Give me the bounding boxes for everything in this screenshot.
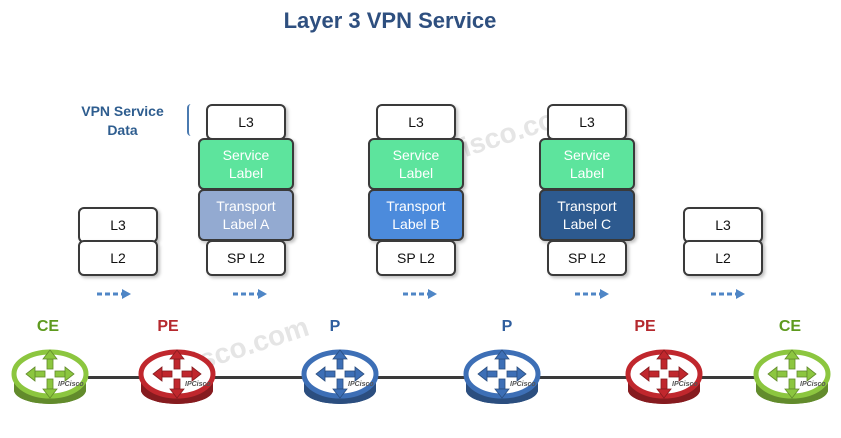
vpn-service-data-bracket: [187, 104, 194, 136]
router-brand-label: IPCisco: [185, 381, 211, 388]
router-brand-label: IPCisco: [510, 381, 536, 388]
direction-arrow-icon: [575, 289, 609, 299]
stack4-sp-l2-box: SP L2: [547, 240, 627, 276]
router-p-left: IPCisco: [300, 344, 380, 414]
stack3-service-line2: Label: [398, 165, 434, 181]
stack3-sp-l2-box: SP L2: [376, 240, 456, 276]
router-ce-left: IPCisco: [10, 344, 90, 414]
router-icon: IPCisco: [301, 349, 379, 404]
stack2-sp-l2-box: SP L2: [206, 240, 286, 276]
direction-arrow-icon: [97, 289, 131, 299]
router-p-right: IPCisco: [462, 344, 542, 414]
vpn-service-data-line2: Data: [107, 122, 138, 138]
stack3-transport-line1: Transport: [386, 198, 446, 214]
router-brand-label: IPCisco: [58, 381, 84, 388]
link-pe-p: [212, 376, 308, 379]
stack2-l3-box: L3: [206, 104, 286, 140]
device-label-ce-left: CE: [36, 318, 60, 335]
link-pe-ce: [698, 376, 758, 379]
stack3-transport-line2: Label B: [392, 216, 440, 232]
stack3-l3-box: L3: [376, 104, 456, 140]
router-brand-label: IPCisco: [348, 381, 374, 388]
router-ce-right: IPCisco: [752, 344, 832, 414]
device-label-ce-right: CE: [778, 318, 802, 335]
stack4-transport-line2: Label C: [562, 216, 612, 232]
direction-arrow-icon: [403, 289, 437, 299]
stack4-transport-line1: Transport: [557, 198, 617, 214]
router-icon: IPCisco: [753, 349, 831, 404]
router-icon: IPCisco: [11, 349, 89, 404]
diagram-title: Layer 3 VPN Service: [283, 8, 497, 33]
link-p-pe: [534, 376, 634, 379]
stack1-l3-box: L3: [78, 207, 158, 243]
router-brand-label: IPCisco: [672, 381, 698, 388]
stack5-l3-box: L3: [683, 207, 763, 243]
stack2-service-line2: Label: [228, 165, 264, 181]
router-brand-label: IPCisco: [800, 381, 826, 388]
stack3-service-line1: Service: [392, 147, 440, 163]
stack4-l3-box: L3: [547, 104, 627, 140]
vpn-service-data-line1: VPN Service: [81, 103, 164, 119]
stack5-l2-box: L2: [683, 240, 763, 276]
device-label-p-left: P: [329, 318, 341, 335]
stack1-l2-box: L2: [78, 240, 158, 276]
direction-arrow-icon: [711, 289, 745, 299]
router-icon: IPCisco: [625, 349, 703, 404]
router-icon: IPCisco: [138, 349, 216, 404]
stack2-transport-line2: Label A: [222, 216, 270, 232]
vpn-service-data-label: VPN Service Data: [70, 102, 175, 140]
link-p-p: [372, 376, 468, 379]
stack4-service-line1: Service: [563, 147, 611, 163]
device-label-p-right: P: [501, 318, 513, 335]
router-pe-right: IPCisco: [624, 344, 704, 414]
stack2-transport-line1: Transport: [216, 198, 276, 214]
device-label-pe-left: PE: [157, 318, 179, 335]
router-pe-left: IPCisco: [137, 344, 217, 414]
link-ce-pe: [88, 376, 148, 379]
router-icon: IPCisco: [463, 349, 541, 404]
direction-arrow-icon: [233, 289, 267, 299]
device-label-pe-right: PE: [634, 318, 656, 335]
stack4-service-line2: Label: [569, 165, 605, 181]
stack2-service-line1: Service: [222, 147, 270, 163]
